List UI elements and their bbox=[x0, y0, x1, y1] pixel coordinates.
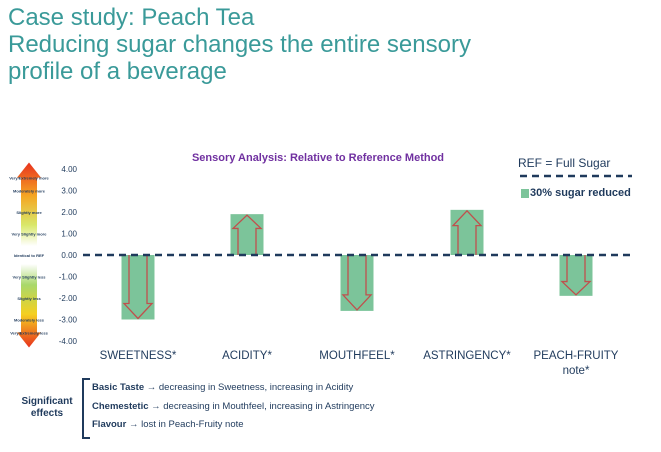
intensity-scale bbox=[17, 162, 41, 348]
bars bbox=[121, 209, 593, 320]
y-tick-label: 4.00 bbox=[61, 165, 77, 174]
effect-flavour: Flavour → lost in Peach-Fruity note bbox=[92, 419, 244, 430]
y-tick-label: 0.00 bbox=[61, 251, 77, 260]
title-line-1: Case study: Peach Tea bbox=[8, 4, 255, 31]
scale-label: Very/Extremely more bbox=[9, 176, 49, 181]
legend: REF = Full Sugar 30% sugar reduced bbox=[518, 156, 631, 199]
bar-arrow bbox=[341, 255, 373, 311]
category-label: note* bbox=[563, 365, 590, 377]
scale-label: Moderately more bbox=[13, 189, 46, 194]
y-tick-label: -3.00 bbox=[59, 316, 78, 325]
bar-arrow bbox=[231, 214, 263, 255]
significant-effects: Significant effects Basic Taste → decrea… bbox=[0, 376, 661, 452]
y-tick-label: 3.00 bbox=[61, 187, 77, 196]
effects-bracket bbox=[82, 378, 90, 439]
chart-title: Sensory Analysis: Relative to Reference … bbox=[192, 152, 444, 164]
y-tick-label: -4.00 bbox=[59, 337, 78, 346]
category-label: SWEETNESS* bbox=[100, 350, 177, 362]
y-axis-ticks: 4.00 3.00 2.00 1.00 0.00 -1.00 -2.00 -3.00 -4.00 bbox=[59, 165, 78, 346]
bar bbox=[121, 255, 155, 320]
y-tick-label: 2.00 bbox=[61, 208, 77, 217]
scale-label: Moderately less bbox=[14, 318, 45, 323]
legend-bar-swatch bbox=[521, 189, 529, 198]
sensory-bar-chart: Sensory Analysis: Relative to Reference … bbox=[9, 152, 632, 377]
scale-label: Slightly more bbox=[16, 210, 42, 215]
x-axis-labels: SWEETNESS* ACIDITY* MOUTHFEEL* ASTRINGENCY*… bbox=[100, 350, 619, 377]
category-label: ASTRINGENCY* bbox=[423, 350, 511, 362]
y-tick-label: 1.00 bbox=[61, 230, 77, 239]
bar bbox=[450, 209, 484, 255]
effect-basic-taste: Basic Taste → decreasing in Sweetness, i… bbox=[92, 382, 354, 393]
legend-ref-label: REF = Full Sugar bbox=[518, 156, 611, 170]
bar bbox=[559, 255, 593, 296]
y-tick-label: -1.00 bbox=[59, 273, 78, 282]
scale-label: Slightly less bbox=[17, 296, 41, 301]
bar-arrow bbox=[560, 255, 592, 296]
scale-label: Identical to REF bbox=[14, 253, 45, 258]
title-line-2: Reducing sugar changes the entire sensor… bbox=[8, 31, 471, 58]
legend-series-label: 30% sugar reduced bbox=[530, 187, 631, 199]
effects-label: Significant effects bbox=[21, 396, 73, 419]
category-label: MOUTHFEEL* bbox=[319, 350, 395, 362]
title-line-3: profile of a beverage bbox=[8, 58, 227, 85]
scale-down-arrow bbox=[17, 264, 41, 348]
bar bbox=[230, 214, 264, 255]
scale-label: Very/Extremely less bbox=[10, 330, 48, 335]
bar-arrow bbox=[122, 255, 154, 320]
bar-arrow bbox=[451, 209, 483, 255]
slide-title: Case study: Peach Tea Reducing sugar cha… bbox=[8, 4, 648, 85]
scale-label: Very Slightly more bbox=[12, 232, 48, 237]
effect-chemestetic: Chemestetic → decreasing in Mouthfeel, i… bbox=[92, 401, 375, 412]
category-label: ACIDITY* bbox=[222, 350, 272, 362]
scale-label: Very Slightly less bbox=[13, 275, 47, 280]
scale-up-arrow bbox=[17, 162, 41, 246]
category-label: PEACH-FRUITY bbox=[534, 350, 619, 362]
bar bbox=[340, 255, 374, 311]
y-tick-label: -2.00 bbox=[59, 294, 78, 303]
